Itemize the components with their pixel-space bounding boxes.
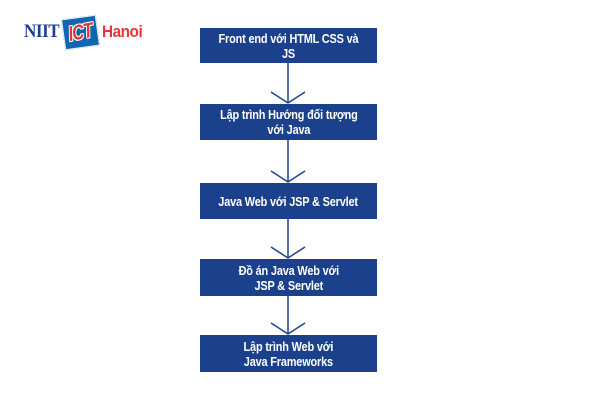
arrow-down-connector [270,140,306,183]
arrow-down-connector [270,63,306,104]
logo-city-text: Hanoi [102,22,143,41]
logo-ict-text: ICT [66,17,95,46]
logo-ict-badge: ICT [61,14,101,50]
flow-node-java-web-project: Đồ án Java Web với JSP & Servlet [200,259,377,296]
flow-node-oop-java: Lập trình Hướng đối tượng với Java [200,104,377,140]
niit-ict-hanoi-logo: NIIT ICT Hanoi [24,10,147,54]
flow-node-java-frameworks: Lập trình Web với Java Frameworks [200,335,377,372]
flow-node-java-web: Java Web với JSP & Servlet [200,183,377,219]
arrow-down-connector [270,219,306,259]
logo-niit-text: NIIT [24,21,60,42]
flow-node-frontend: Front end với HTML CSS và JS [200,28,377,63]
flow-node-label: Đồ án Java Web với JSP & Servlet [238,262,339,293]
arrow-down-connector [270,296,306,335]
flow-node-label: Front end với HTML CSS và JS [218,30,359,61]
flow-node-label: Lập trình Web với Java Frameworks [243,338,334,369]
flow-node-label: Lập trình Hướng đối tượng với Java [219,107,358,137]
flow-node-label: Java Web với JSP & Servlet [218,193,359,209]
